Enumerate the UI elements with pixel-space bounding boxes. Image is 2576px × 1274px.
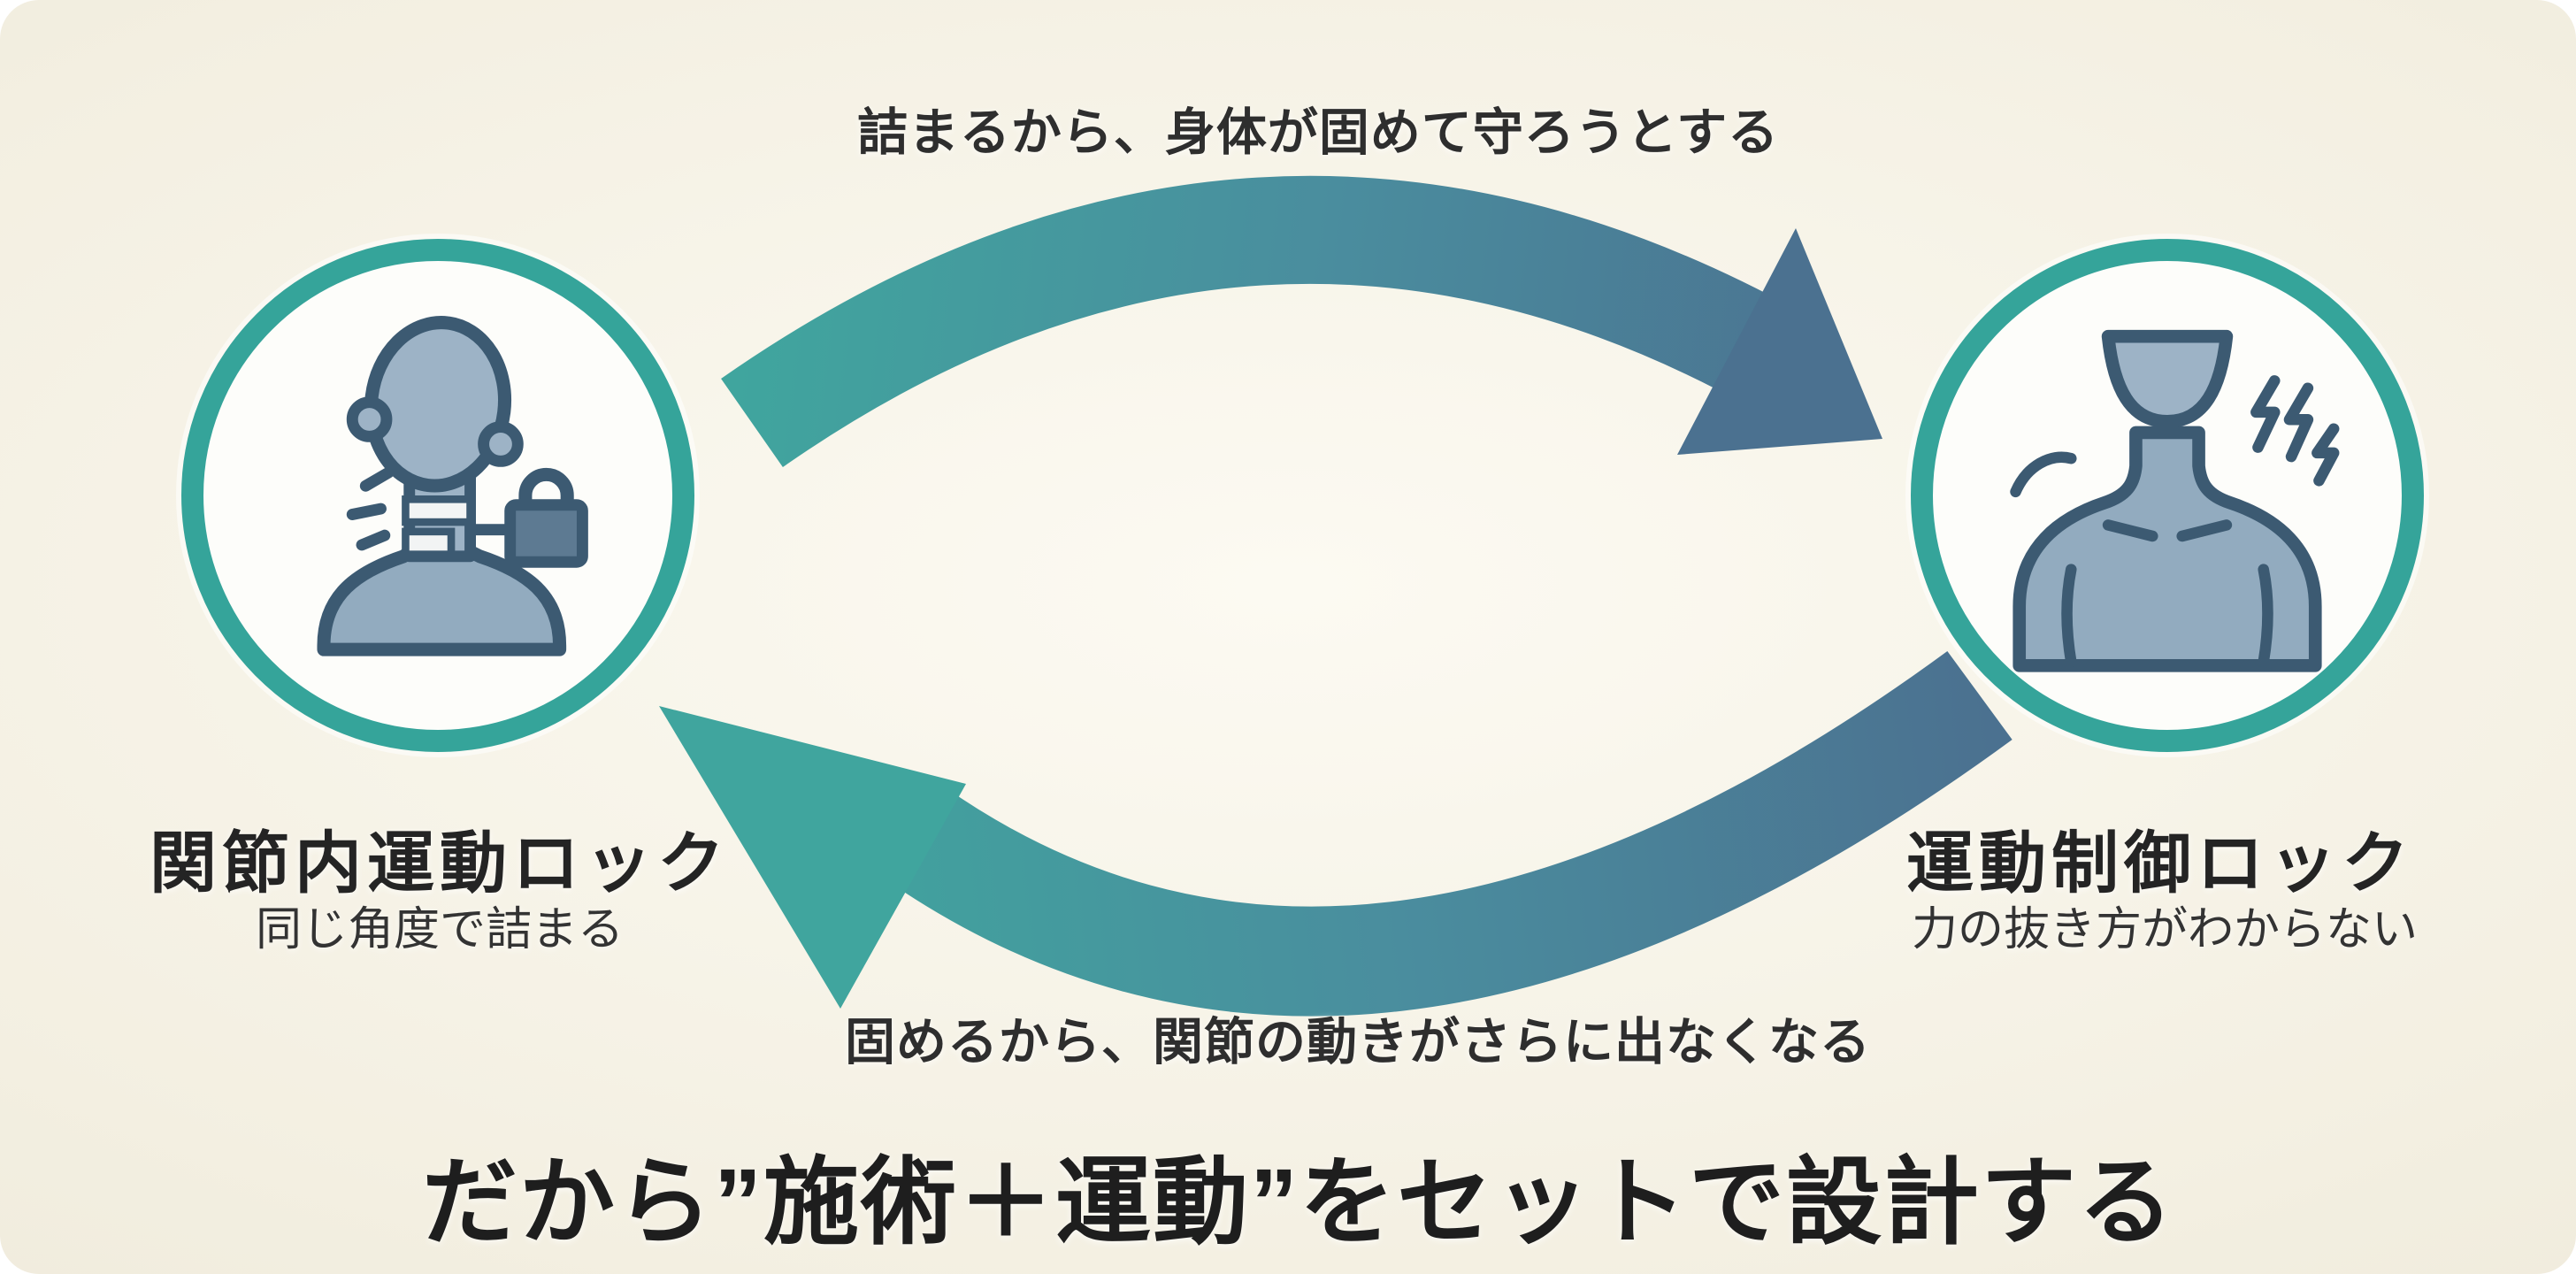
left-node-circle bbox=[181, 239, 694, 752]
top-arrowhead bbox=[1677, 228, 1882, 455]
pain-marks-icon bbox=[346, 466, 395, 551]
right-node-title: 運動制御ロック bbox=[1906, 826, 2414, 902]
top-arrow bbox=[721, 175, 1882, 468]
person-neck-lock-icon bbox=[317, 316, 588, 656]
left-node-subtitle: 同じ角度で詰まる bbox=[255, 904, 625, 956]
conclusion-title: だから”施術＋運動”をセットで設計する bbox=[421, 1148, 2176, 1255]
top-arrow-label: 詰まるから、身体が固めて守ろうとする bbox=[856, 104, 1780, 161]
right-node-subtitle: 力の抜き方がわからない bbox=[1911, 904, 2419, 956]
padlock-icon bbox=[470, 467, 588, 568]
shoulder-motion-line-icon bbox=[2010, 451, 2077, 498]
right-node-circle bbox=[1911, 239, 2424, 752]
person-shoulder-tension-icon bbox=[2010, 329, 2340, 672]
left-node-title: 関節内運動ロック bbox=[150, 826, 730, 902]
bottom-arrow bbox=[659, 650, 2012, 1017]
bottom-arrow-label: 固めるから、関節の動きがさらに出なくなる bbox=[845, 1014, 1871, 1071]
lightning-bolts-icon bbox=[2250, 375, 2340, 487]
